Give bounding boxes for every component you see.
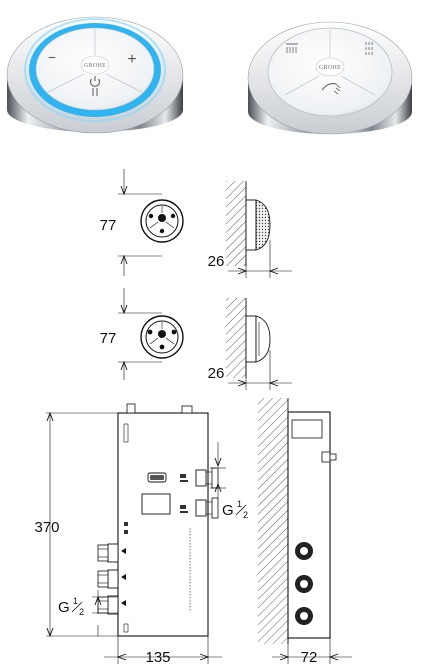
shower-icon[interactable]	[286, 43, 298, 53]
thread-outlet-label: G 1 2	[222, 499, 248, 520]
hand-shower-icon[interactable]	[321, 83, 341, 95]
svg-text:G: G	[58, 599, 70, 616]
svg-text:G: G	[222, 502, 234, 519]
box-depth-label: 72	[301, 649, 318, 666]
controller-depth-1-label: 26	[208, 253, 225, 270]
controller-diameter-2-label: 77	[100, 330, 117, 347]
box-width-label: 135	[145, 649, 170, 666]
svg-text:1: 1	[73, 596, 78, 606]
controller-side-view-1: 26	[208, 181, 292, 278]
rain-icon[interactable]	[365, 42, 373, 55]
power-icon[interactable]	[90, 76, 100, 87]
controller-front-view-1: 77	[100, 169, 184, 276]
controller-diameter-1-label: 77	[100, 217, 117, 234]
controller-side-view-2: 26	[208, 298, 292, 390]
svg-text:2: 2	[79, 607, 84, 617]
svg-text:1: 1	[237, 499, 242, 509]
minus-button[interactable]: −	[48, 49, 56, 65]
svg-text:2: 2	[243, 510, 248, 520]
control-box-side-view: 72	[258, 398, 352, 666]
thread-inlet-label: G 1 2	[58, 596, 84, 617]
brand-logo: GROHE	[84, 63, 106, 69]
controller-photo-chrome: GROHE	[247, 21, 413, 135]
brand-logo: GROHE	[319, 65, 341, 71]
controller-depth-2-label: 26	[208, 365, 225, 382]
control-box-front-view: 370	[34, 403, 226, 666]
controller-photo-blue-ring: GROHE − +	[6, 16, 184, 134]
plus-button[interactable]: +	[127, 51, 136, 68]
pause-icon[interactable]	[92, 88, 98, 96]
box-height-label: 370	[34, 519, 59, 536]
controller-front-view-2: 77	[100, 288, 184, 380]
